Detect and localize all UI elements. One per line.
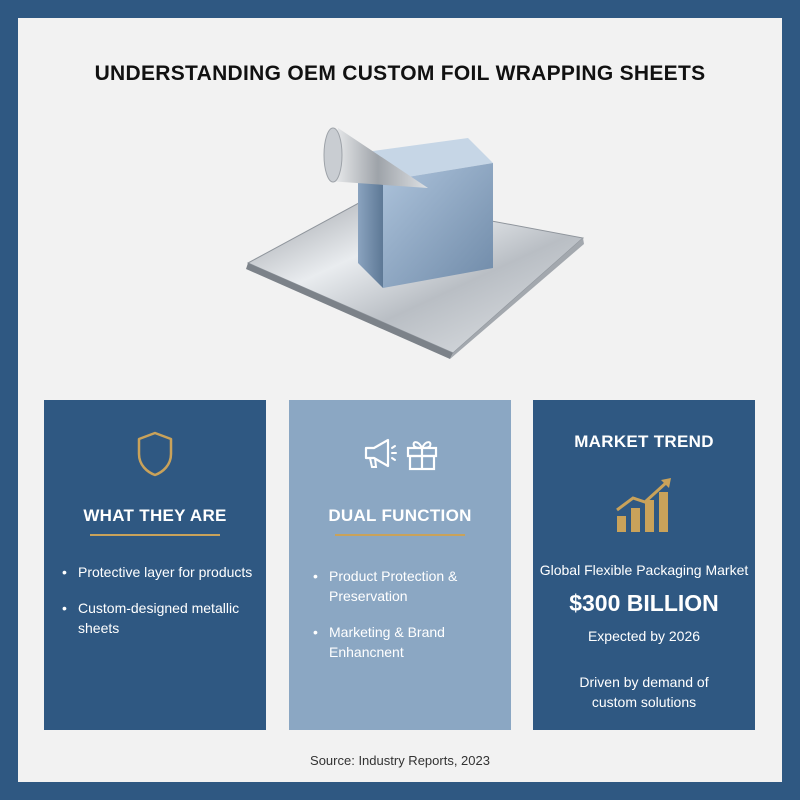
gift-icon — [406, 441, 438, 471]
panel-market-trend: MARKET TREND Global Flexible Packaging M… — [533, 400, 755, 730]
heading-underline — [90, 534, 220, 536]
list-item: Protective layer for products — [60, 562, 260, 582]
heading-underline — [335, 534, 465, 536]
megaphone-icon — [364, 438, 397, 468]
market-value: $300 BILLION — [569, 590, 719, 616]
market-driver: Driven by demand of custom solutions — [579, 674, 709, 710]
panel-what-they-are: WHAT THEY ARE Protective layer for produ… — [44, 400, 266, 730]
bullet-list: Product Protection & Preservation Market… — [311, 566, 511, 678]
list-item: Product Protection & Preservation — [311, 566, 511, 606]
bullet-list: Protective layer for products Custom-des… — [60, 562, 260, 654]
shield-icon — [44, 430, 266, 478]
market-expected: Expected by 2026 — [587, 628, 701, 644]
infographic-frame: UNDERSTANDING OEM CUSTOM FOIL WRAPPING S… — [18, 18, 782, 782]
market-label: Global Flexible Packaging Market — [539, 562, 749, 578]
growth-chart-icon — [533, 476, 755, 534]
list-item: Marketing & Brand Enhancnent — [311, 622, 511, 662]
list-item: Custom-designed metallic sheets — [60, 598, 260, 638]
panel-heading: WHAT THEY ARE — [83, 506, 227, 525]
panel-heading: DUAL FUNCTION — [328, 506, 472, 525]
page-title: UNDERSTANDING OEM CUSTOM FOIL WRAPPING S… — [94, 62, 706, 85]
panel-dual-function: DUAL FUNCTION Product Protection & Prese… — [289, 400, 511, 730]
panel-icons — [289, 434, 511, 472]
panel-heading: MARKET TREND — [574, 432, 714, 451]
source-note: Source: Industry Reports, 2023 — [310, 753, 490, 768]
foil-sheet-illustration — [246, 127, 585, 359]
